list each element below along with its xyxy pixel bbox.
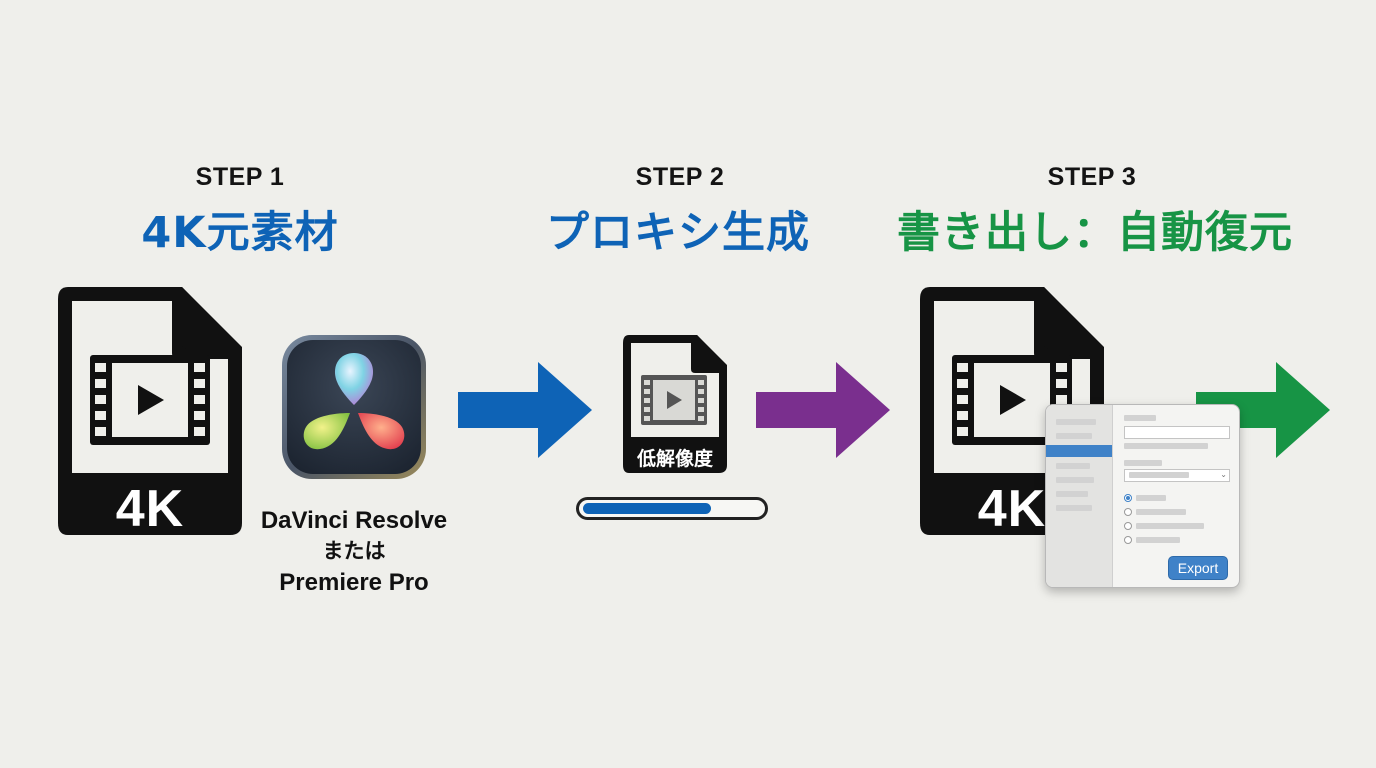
step1-label: STEP 1 — [195, 163, 285, 191]
dialog-text-field — [1124, 426, 1230, 439]
step3-label: STEP 3 — [1047, 163, 1137, 191]
app-caption-line1: DaVinci Resolve — [260, 507, 448, 534]
video-file-icon: 4K — [54, 283, 246, 539]
dialog-sidebar-selected — [1046, 445, 1112, 457]
davinci-resolve-icon — [280, 333, 428, 481]
dialog-radio — [1124, 508, 1132, 516]
proxy-progress-bar — [576, 497, 768, 520]
arrow-step3-out — [1196, 362, 1330, 458]
step1-file-badge: 4K — [115, 480, 185, 538]
dialog-radio — [1124, 536, 1132, 544]
proxy-progress-fill — [583, 503, 711, 514]
app-caption-line2: または — [322, 539, 386, 563]
arrow-step2-to-3 — [756, 362, 890, 458]
app-caption-line3: Premiere Pro — [279, 569, 429, 596]
dialog-dropdown: ⌄ — [1124, 469, 1230, 482]
step3-file-badge: 4K — [977, 480, 1047, 538]
step2-label: STEP 2 — [635, 163, 725, 191]
proxy-file-icon: 低解像度 — [621, 333, 729, 475]
dialog-radio — [1124, 522, 1132, 530]
app-caption: DaVinci Resolve または Premiere Pro — [244, 505, 464, 598]
arrow-step1-to-2 — [458, 362, 592, 458]
step3-title: 書き出し：自動復元 — [897, 208, 1293, 258]
dialog-sidebar — [1046, 405, 1113, 587]
export-dialog-icon: ⌄ Export — [1045, 404, 1240, 588]
dialog-radio-selected — [1124, 494, 1132, 502]
step1-title: 4K元素材 — [141, 208, 339, 258]
export-button[interactable]: Export — [1168, 556, 1228, 580]
proxy-badge: 低解像度 — [636, 448, 713, 470]
step2-title: プロキシ生成 — [546, 208, 810, 258]
